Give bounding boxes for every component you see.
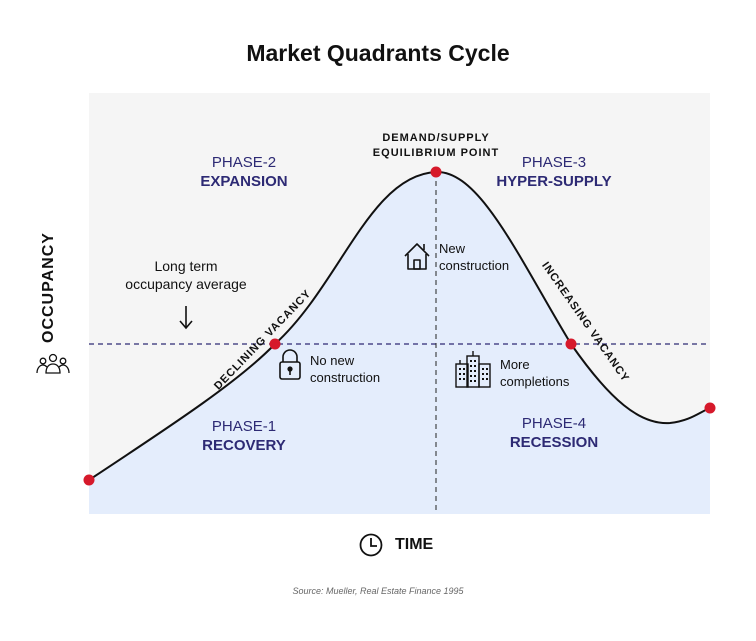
long-term-line2: occupancy average [125,276,247,292]
phase-2-name: EXPANSION [200,173,288,190]
buildings-icon [455,351,491,388]
phase-2-number: PHASE-2 [211,154,277,171]
new-construction-note: New construction [439,240,509,274]
source-note: Source: Mueller, Real Estate Finance 199… [292,586,464,596]
phase-3-label: PHASE-3 HYPER-SUPPLY [484,153,634,191]
phase-1-number: PHASE-1 [211,418,277,435]
long-term-average-label: Long term occupancy average [111,257,261,293]
more-completions-note: More completions [500,356,569,390]
equilibrium-label-line2: EQUILIBRIUM POINT [372,147,500,159]
y-axis-label: OCCUPANCY [40,232,57,343]
more-completions-line1: More [500,357,530,372]
chart-title: Market Quadrants Cycle [246,40,510,66]
lock-icon [279,349,301,380]
hyper-supply-crossing-point [565,338,577,350]
phase-4-number: PHASE-4 [521,415,587,432]
x-axis-label: TIME [395,536,434,553]
phase-3-number: PHASE-3 [521,154,587,171]
curve-area [89,171,710,514]
people-icon [36,353,70,374]
equilibrium-point [430,166,442,178]
new-construction-line2: construction [439,258,510,273]
equilibrium-label: DEMAND/SUPPLY EQUILIBRIUM POINT [356,131,516,161]
end-point [704,402,716,414]
more-completions-line2: completions [500,374,570,389]
new-construction-line1: New [439,241,466,256]
no-new-construction-note: No new construction [310,352,380,386]
no-new-construction-line2: construction [310,370,381,385]
clock-icon [359,533,383,557]
phase-1-label: PHASE-1 RECOVERY [174,417,324,455]
cycle-curve [88,170,711,481]
equilibrium-label-line1: DEMAND/SUPPLY [382,132,490,144]
phase-1-name: RECOVERY [202,437,286,454]
house-icon [404,243,430,270]
phase-4-name: RECESSION [509,434,599,451]
phase-2-label: PHASE-2 EXPANSION [174,153,324,191]
phase-4-label: PHASE-4 RECESSION [484,414,634,452]
no-new-construction-line1: No new [310,353,355,368]
start-point [83,474,95,486]
long-term-line1: Long term [154,258,218,274]
recovery-crossing-point [269,338,281,350]
phase-3-name: HYPER-SUPPLY [496,173,612,190]
arrow-down-icon [179,306,193,330]
